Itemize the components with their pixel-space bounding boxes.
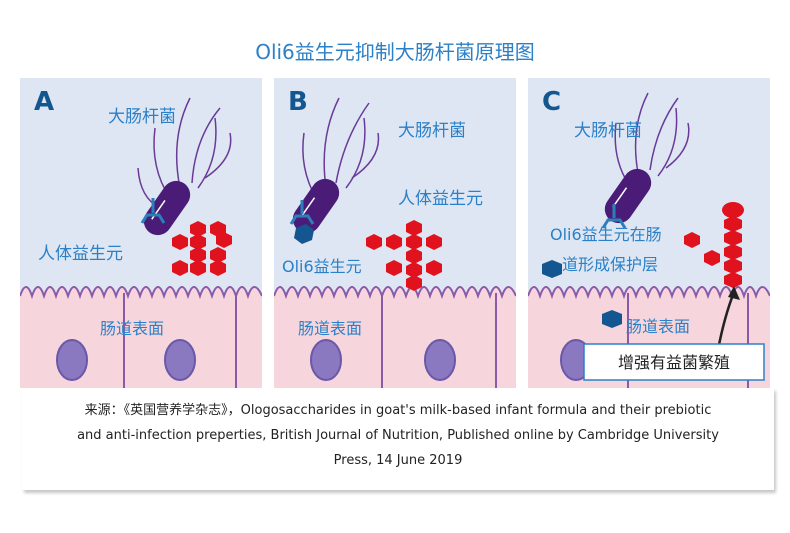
prebiotic-label: 人体益生元 <box>398 189 483 209</box>
panel-a-illustration: A 大肠杆菌 人体益生元 肠道表面 <box>20 87 262 388</box>
human-prebiotic-chain <box>684 202 744 288</box>
caption-line-3: Press, 14 June 2019 <box>333 453 463 468</box>
surface-label: 肠道表面 <box>298 319 362 338</box>
panel-c-illustration: C 大肠杆菌 Oli6益生元在肠 道形成保护层 肠道表面 增强有益菌繁殖 <box>528 87 770 388</box>
human-prebiotic-cluster <box>172 221 232 276</box>
surface-label: 肠道表面 <box>626 317 690 336</box>
bacteria-label: 大肠杆菌 <box>574 121 642 141</box>
receptor <box>601 204 627 229</box>
panel-letter: B <box>288 87 308 117</box>
bacteria-label: 大肠杆菌 <box>398 121 466 141</box>
growth-label: 增强有益菌繁殖 <box>618 353 730 372</box>
e-coli-bacterium <box>604 92 690 224</box>
protective-layer-label-line1: Oli6益生元在肠 <box>550 225 662 244</box>
bacteria-label: 大肠杆菌 <box>108 107 176 127</box>
oli6-prebiotic-molecule <box>294 224 314 244</box>
protective-layer-label-line2: 道形成保护层 <box>562 255 658 274</box>
panel-b-illustration: B 大肠杆菌 人体益生元 Oli6益生元 肠道表面 <box>274 87 516 388</box>
oli6-label: Oli6益生元 <box>282 257 362 276</box>
oli6-prebiotic-molecule <box>602 310 622 328</box>
oli6-prebiotic-molecule <box>542 260 562 278</box>
e-coli-bacterium <box>292 97 380 234</box>
growth-label-box <box>583 343 765 381</box>
prebiotic-label: 人体益生元 <box>38 244 123 264</box>
panel-letter: C <box>542 87 561 117</box>
nucleus <box>56 339 88 381</box>
panel-c: C 大肠杆菌 Oli6益生元在肠 道形成保护层 肠道表面 增强有益菌繁殖 <box>528 78 770 388</box>
human-prebiotic-cluster <box>366 220 442 291</box>
e-coli-bacterium <box>137 97 232 236</box>
caption-line-1: 来源：《英国营养学杂志》，Ologosaccharides in goat's … <box>84 403 712 418</box>
surface-label: 肠道表面 <box>100 319 164 338</box>
panel-a: A 大肠杆菌 人体益生元 肠道表面 <box>20 78 262 388</box>
panel-b: B 大肠杆菌 人体益生元 Oli6益生元 肠道表面 <box>274 78 516 388</box>
receptor <box>289 200 315 225</box>
panel-letter: A <box>34 87 54 117</box>
page-title: Oli6益生元抑制大肠杆菌原理图 <box>255 40 535 64</box>
nucleus <box>310 339 342 381</box>
nucleus <box>164 339 196 381</box>
source-caption: 来源：《英国营养学杂志》，Ologosaccharides in goat's … <box>22 388 774 490</box>
nucleus <box>424 339 456 381</box>
caption-line-2: and anti-infection preperties, British J… <box>77 428 719 443</box>
receptor <box>140 198 166 224</box>
